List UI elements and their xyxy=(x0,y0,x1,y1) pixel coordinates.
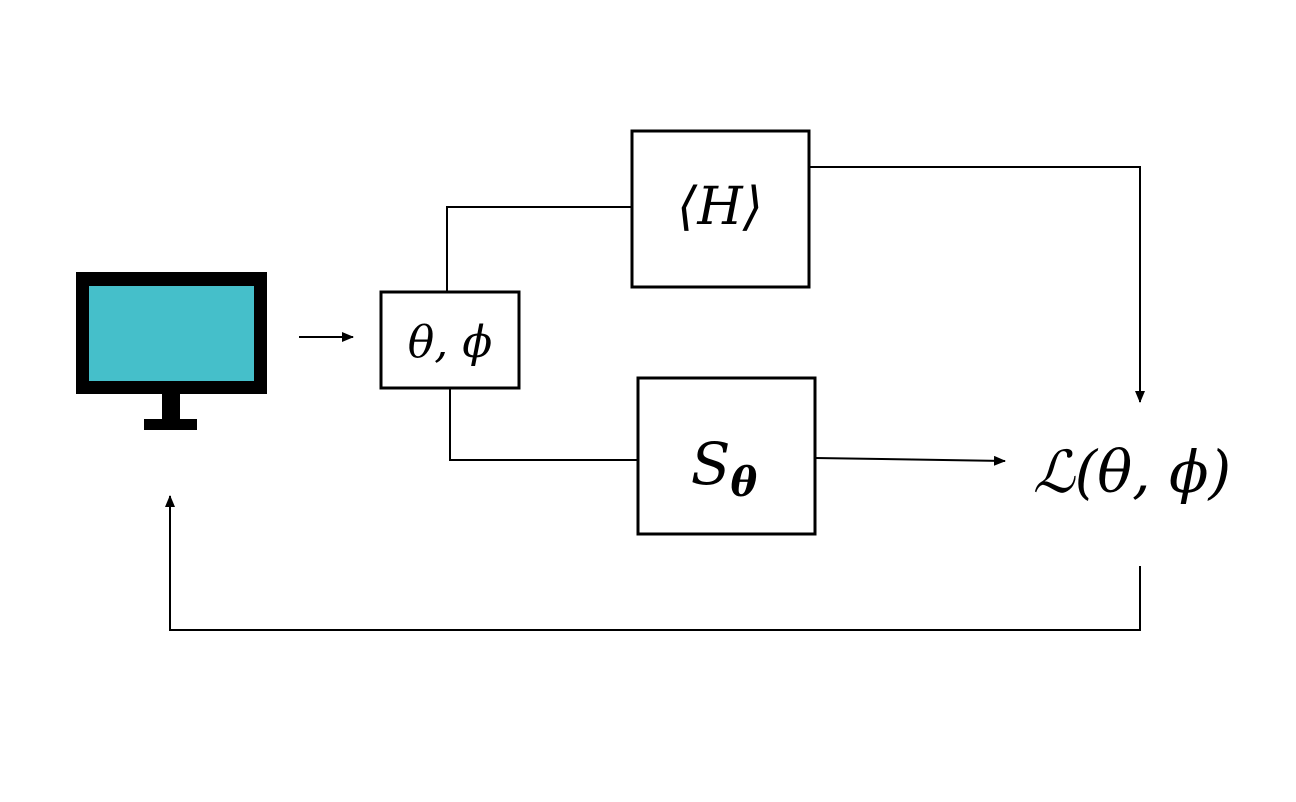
action-subscript: θ xyxy=(731,459,758,506)
monitor-base xyxy=(144,419,197,430)
loss-args: (θ, ϕ) xyxy=(1075,438,1232,506)
loss-symbol: ℒ xyxy=(1033,438,1076,506)
action-symbol: S xyxy=(691,430,731,498)
arrow-loss-feedback-to-computer xyxy=(165,495,1141,631)
params-box xyxy=(379,290,521,390)
connector-params-to-hamiltonian xyxy=(446,206,632,292)
hamiltonian-node: ⟨H⟩ xyxy=(630,129,811,289)
monitor-neck xyxy=(162,394,180,420)
action-label: Sθ xyxy=(691,430,758,506)
loss-label: ℒ(θ, ϕ) xyxy=(1033,438,1231,506)
loss-node: ℒ(θ, ϕ) xyxy=(1033,438,1231,506)
computer-monitor-icon xyxy=(76,272,267,430)
connector-params-to-action xyxy=(449,388,638,461)
hamiltonian-box xyxy=(630,129,811,289)
monitor-screen xyxy=(89,286,254,381)
params-node: θ, ϕ xyxy=(379,290,521,390)
arrow-action-to-loss xyxy=(814,455,1006,466)
action-node: Sθ xyxy=(636,376,817,536)
arrow-hamiltonian-to-loss xyxy=(809,166,1145,403)
action-box xyxy=(636,376,817,536)
params-label: θ, ϕ xyxy=(408,317,492,368)
hamiltonian-label: ⟨H⟩ xyxy=(677,177,763,237)
